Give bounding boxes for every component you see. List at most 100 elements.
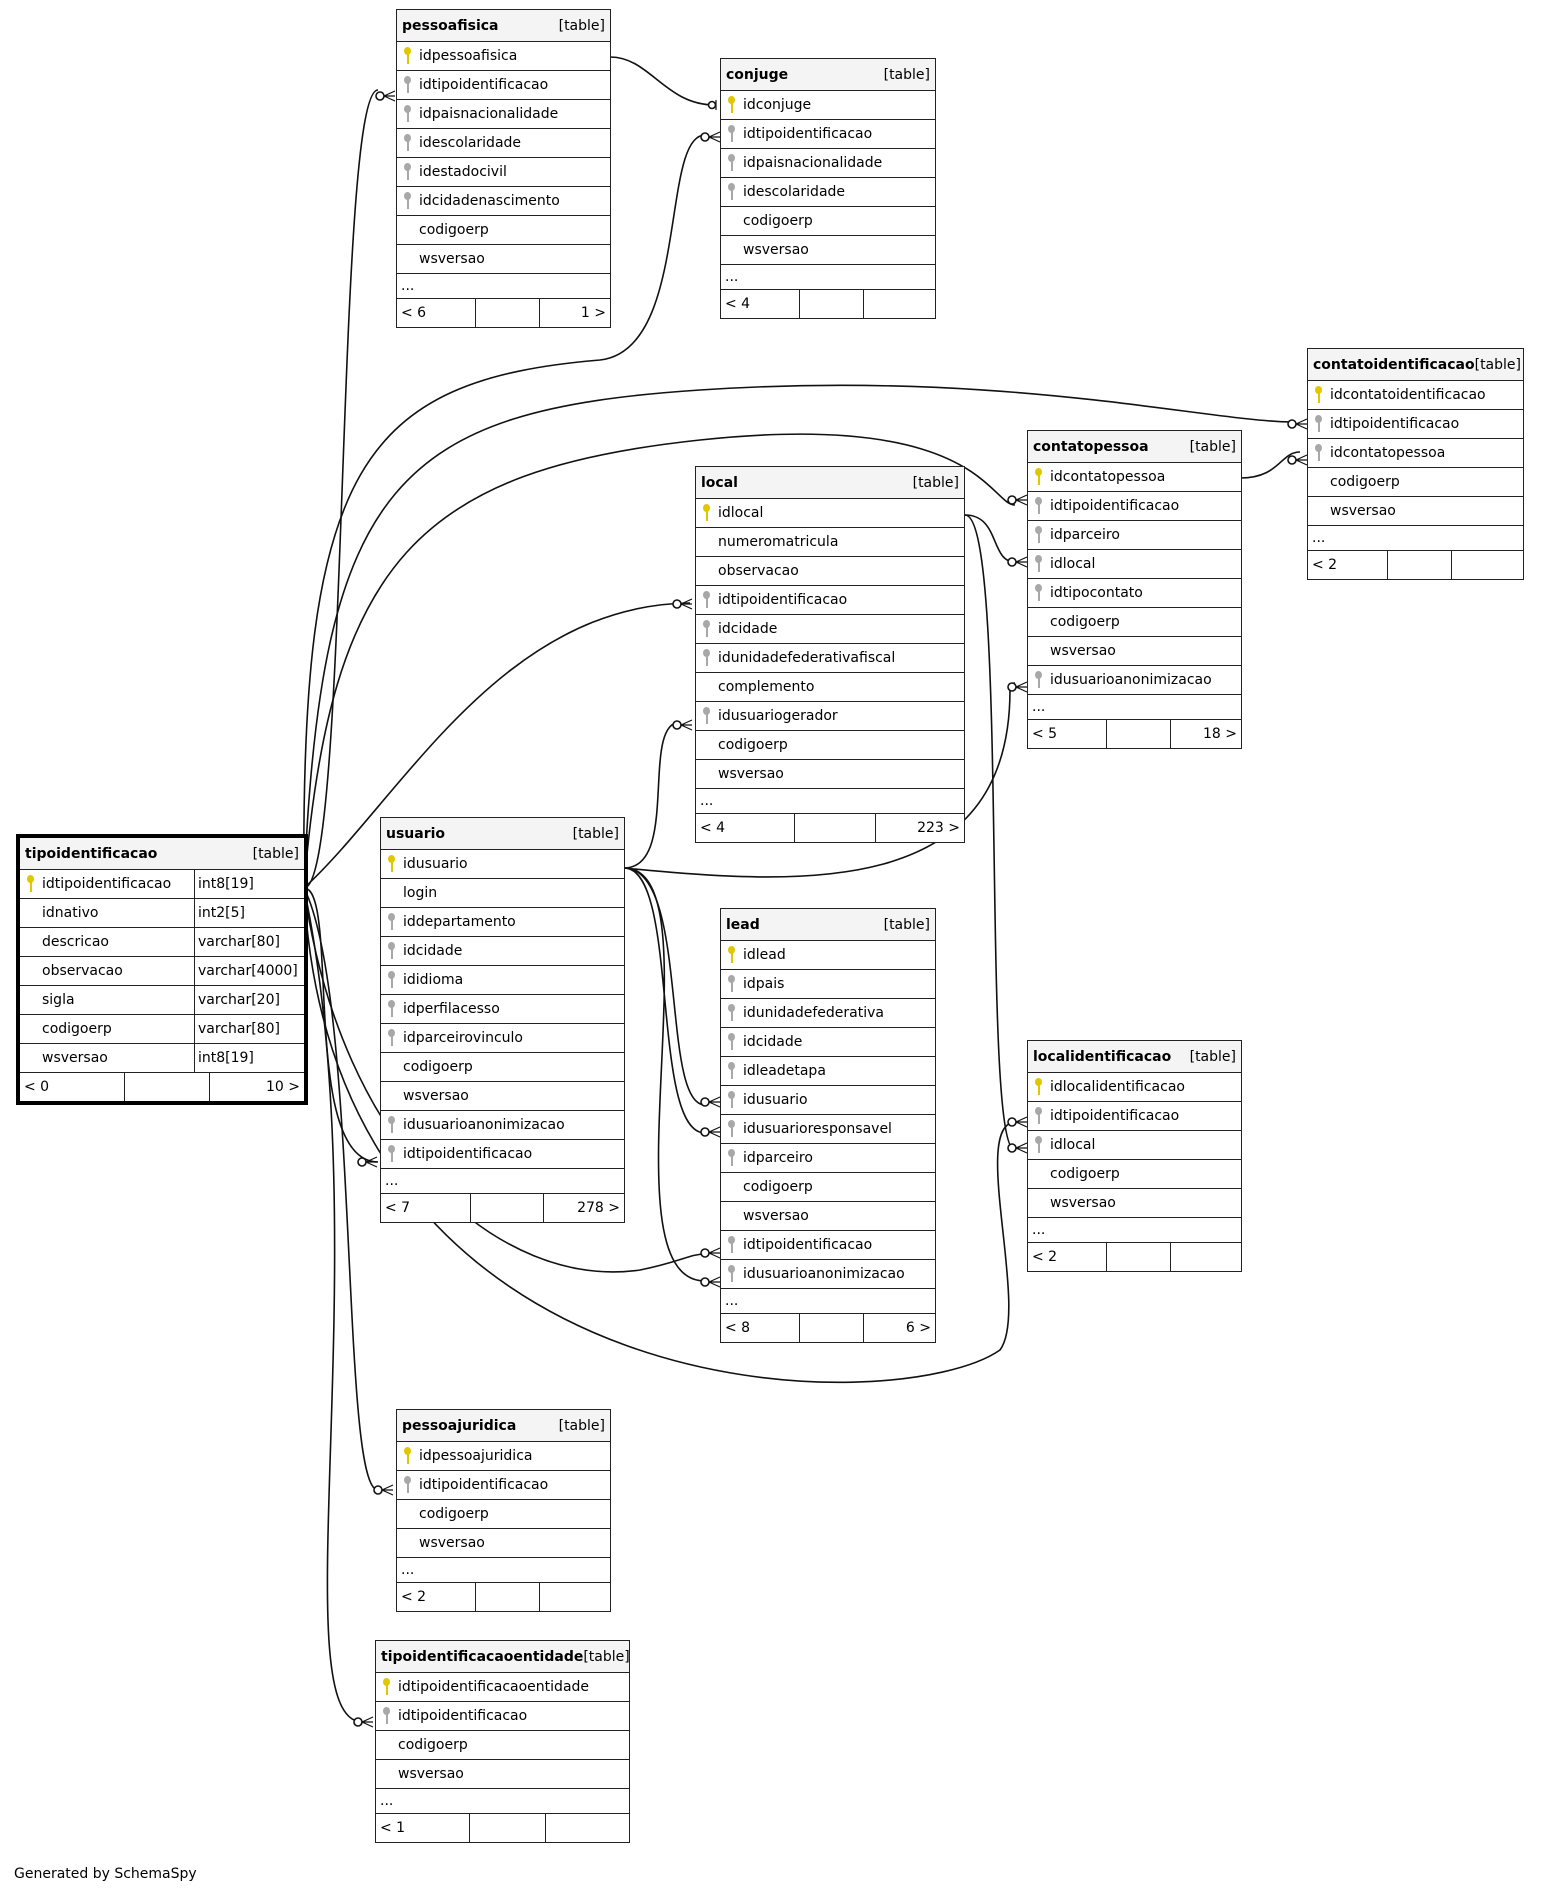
- table-contatoidentificacao[interactable]: contatoidentificacao[table]idcontatoiden…: [1307, 348, 1524, 580]
- column-row[interactable]: idlocal: [1028, 550, 1241, 579]
- column-row[interactable]: idperfilacesso: [381, 995, 624, 1024]
- column-row[interactable]: idusuario: [381, 850, 624, 879]
- column-row[interactable]: idusuarioanonimizacao: [721, 1260, 935, 1289]
- column-row[interactable]: wsversao: [1028, 1189, 1241, 1218]
- column-row[interactable]: idpais: [721, 970, 935, 999]
- column-row[interactable]: codigoerp: [721, 207, 935, 236]
- table-name[interactable]: conjuge: [726, 66, 789, 83]
- column-row[interactable]: idpessoafisica: [397, 42, 610, 71]
- column-row[interactable]: iddepartamento: [381, 908, 624, 937]
- column-row[interactable]: idcontatoidentificacao: [1308, 381, 1523, 410]
- column-row[interactable]: idpaisnacionalidade: [721, 149, 935, 178]
- column-row[interactable]: idunidadefederativafiscal: [696, 644, 964, 673]
- column-row[interactable]: wsversao: [721, 1202, 935, 1231]
- column-row[interactable]: codigoerp: [376, 1731, 629, 1760]
- column-row[interactable]: codigoerp: [721, 1173, 935, 1202]
- column-row[interactable]: idcidade: [381, 937, 624, 966]
- column-row[interactable]: codigoerp: [397, 216, 610, 245]
- table-name[interactable]: tipoidentificacaoentidade: [381, 1648, 584, 1665]
- column-row[interactable]: complemento: [696, 673, 964, 702]
- column-row[interactable]: idparceirovinculo: [381, 1024, 624, 1053]
- column-row[interactable]: wsversao: [1028, 637, 1241, 666]
- table-name[interactable]: localidentificacao: [1033, 1048, 1172, 1065]
- column-row[interactable]: idtipoidentificacao: [376, 1702, 629, 1731]
- column-row[interactable]: idcidade: [696, 615, 964, 644]
- table-name[interactable]: tipoidentificacao: [25, 845, 158, 862]
- column-row[interactable]: wsversao: [721, 236, 935, 265]
- column-row[interactable]: idcidade: [721, 1028, 935, 1057]
- column-row[interactable]: idusuarioresponsavel: [721, 1115, 935, 1144]
- column-row[interactable]: codigoerp: [696, 731, 964, 760]
- column-row[interactable]: codigoerp: [397, 1500, 610, 1529]
- column-row[interactable]: wsversao: [397, 1529, 610, 1558]
- column-row[interactable]: idpessoajuridica: [397, 1442, 610, 1471]
- column-row[interactable]: idlocal: [696, 499, 964, 528]
- column-row[interactable]: idusuarioanonimizacao: [1028, 666, 1241, 695]
- column-row[interactable]: idlocalidentificacao: [1028, 1073, 1241, 1102]
- table-name[interactable]: pessoafisica: [402, 17, 499, 34]
- column-row[interactable]: idtipoidentificacao: [1028, 1102, 1241, 1131]
- table-tipoidentificacao[interactable]: tipoidentificacao[table]idtipoidentifica…: [16, 834, 308, 1105]
- column-row[interactable]: idcontatopessoa: [1028, 463, 1241, 492]
- column-row[interactable]: ididioma: [381, 966, 624, 995]
- column-row[interactable]: idescolaridade: [397, 129, 610, 158]
- table-name[interactable]: lead: [726, 916, 760, 933]
- column-row[interactable]: wsversao: [376, 1760, 629, 1789]
- column-row[interactable]: idtipoidentificacao: [397, 1471, 610, 1500]
- column-row[interactable]: idlocal: [1028, 1131, 1241, 1160]
- column-row[interactable]: idtipoidentificacao: [721, 1231, 935, 1260]
- table-name[interactable]: local: [701, 474, 738, 491]
- column-row[interactable]: idtipocontato: [1028, 579, 1241, 608]
- column-row[interactable]: wsversao: [397, 245, 610, 274]
- column-row[interactable]: idleadetapa: [721, 1057, 935, 1086]
- column-row[interactable]: codigoerp: [1028, 1160, 1241, 1189]
- column-row[interactable]: idcontatopessoa: [1308, 439, 1523, 468]
- table-name[interactable]: contatopessoa: [1033, 438, 1149, 455]
- column-row[interactable]: idparceiro: [1028, 521, 1241, 550]
- column-row[interactable]: idcidadenascimento: [397, 187, 610, 216]
- column-row[interactable]: idtipoidentificacao: [696, 586, 964, 615]
- column-row[interactable]: idusuarioanonimizacao: [381, 1111, 624, 1140]
- column-row[interactable]: idparceiro: [721, 1144, 935, 1173]
- column-row[interactable]: idusuario: [721, 1086, 935, 1115]
- column-row[interactable]: idlead: [721, 941, 935, 970]
- column-row[interactable]: idtipoidentificacao: [381, 1140, 624, 1169]
- column-row[interactable]: wsversao: [696, 760, 964, 789]
- column-row[interactable]: codigoerp: [381, 1053, 624, 1082]
- column-row[interactable]: idpaisnacionalidade: [397, 100, 610, 129]
- column-row[interactable]: wsversao: [1308, 497, 1523, 526]
- column-row[interactable]: idestadocivil: [397, 158, 610, 187]
- column-row[interactable]: idusuariogerador: [696, 702, 964, 731]
- column-row[interactable]: wsversao: [381, 1082, 624, 1111]
- table-name[interactable]: usuario: [386, 825, 446, 842]
- table-localidentificacao[interactable]: localidentificacao[table]idlocalidentifi…: [1027, 1040, 1242, 1272]
- column-row[interactable]: idconjuge: [721, 91, 935, 120]
- column-row[interactable]: idtipoidentificacao: [1308, 410, 1523, 439]
- column-row[interactable]: codigoerp: [1308, 468, 1523, 497]
- column-row[interactable]: observacao: [696, 557, 964, 586]
- column-row[interactable]: idescolaridade: [721, 178, 935, 207]
- column-row[interactable]: idunidadefederativa: [721, 999, 935, 1028]
- column-row[interactable]: codigoerp: [1028, 608, 1241, 637]
- column-row[interactable]: idtipoidentificacao: [397, 71, 610, 100]
- column-row[interactable]: idtipoidentificacao: [1028, 492, 1241, 521]
- table-name[interactable]: pessoajuridica: [402, 1417, 517, 1434]
- column-row[interactable]: login: [381, 879, 624, 908]
- column-row[interactable]: numeromatricula: [696, 528, 964, 557]
- column-row[interactable]: idtipoidentificacaoentidade: [376, 1673, 629, 1702]
- column-row[interactable]: idtipoidentificacao: [721, 120, 935, 149]
